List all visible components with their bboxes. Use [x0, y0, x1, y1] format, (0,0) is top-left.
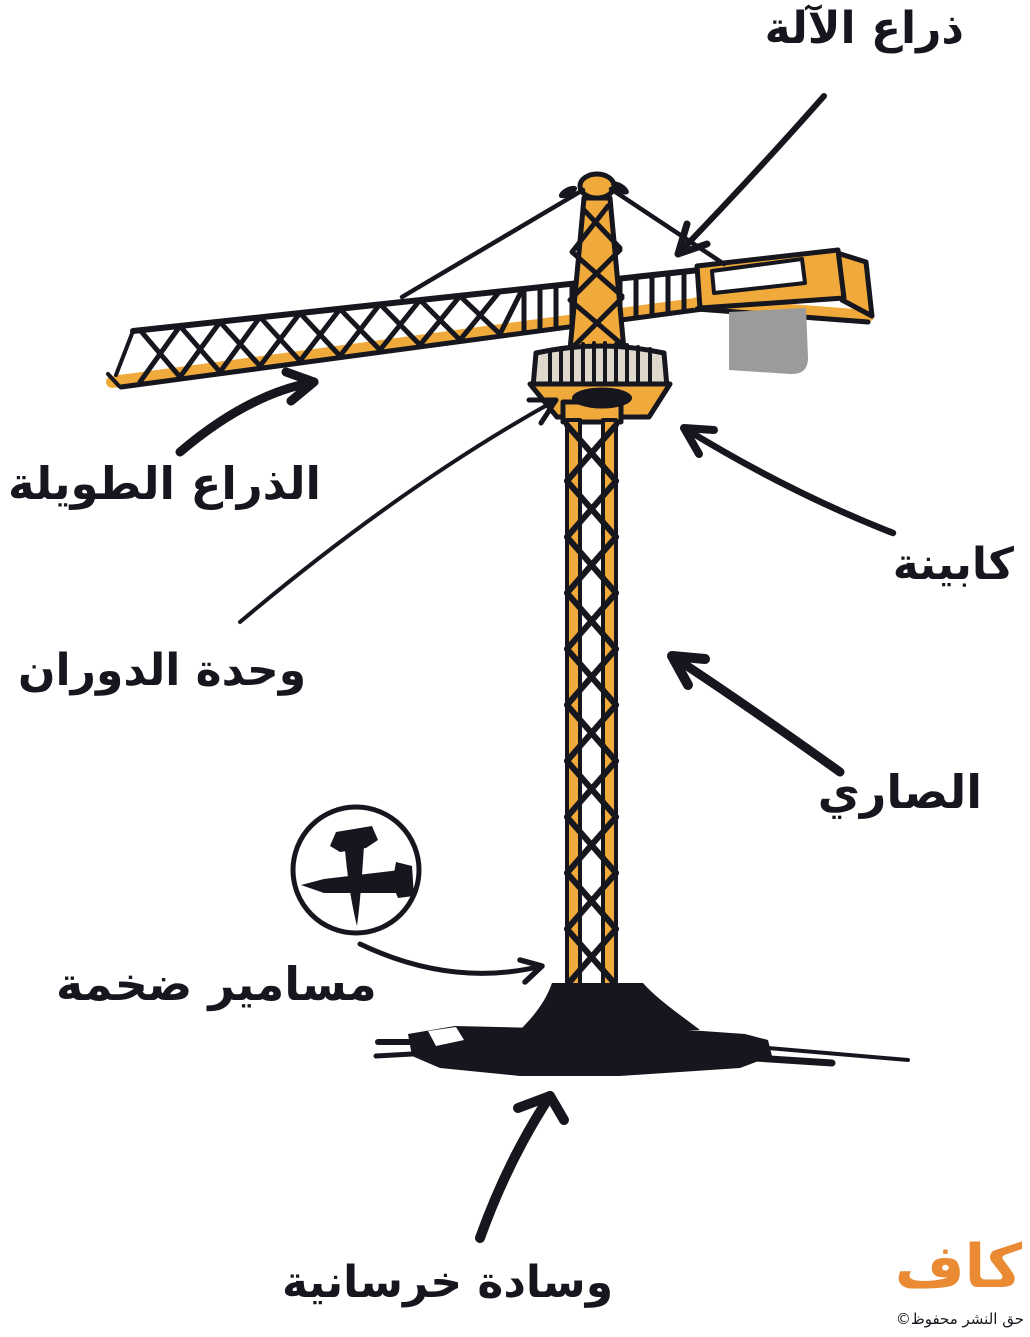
arrow-long-arm [175, 367, 319, 457]
label-rotation-unit: وحدة الدوران [18, 645, 307, 696]
cable-anchor-right [611, 181, 629, 195]
cables [399, 181, 727, 300]
arrow-huge-nails [357, 941, 545, 985]
counterweight-block [729, 308, 808, 375]
label-long-arm: الذراع الطويلة [8, 457, 321, 510]
jib-top-chord [130, 265, 721, 334]
mast-lattice [564, 422, 619, 988]
tower-apex [567, 171, 627, 353]
brand-logo: كاف [894, 1232, 1022, 1302]
cable-right [608, 186, 727, 267]
apex-lattice [567, 203, 627, 351]
annotation-arrows [175, 93, 897, 1243]
arrow-machine-arm [674, 93, 827, 258]
label-machine-arm: ذراع الآلة [764, 3, 964, 54]
label-cabin: كابينة [892, 539, 1014, 590]
arrow-rotation-unit [238, 397, 559, 624]
slewing-bearing [572, 387, 632, 409]
apex-knob [577, 171, 617, 201]
label-huge-nails: مسامير ضخمة [56, 957, 377, 1011]
jib-lattice [137, 288, 503, 385]
slewing-unit [527, 341, 673, 425]
arrow-concrete-pad [475, 1091, 569, 1243]
base-pad-notch [428, 1027, 464, 1046]
nail-horizontal-shaft [301, 870, 400, 893]
base-line-right [751, 1054, 836, 1067]
base-foundation [373, 983, 910, 1076]
nails-inset [290, 804, 422, 936]
copyright-text: حق النشر محفوظ© [895, 1310, 1024, 1328]
nail-vertical-head [330, 826, 378, 852]
base-line-right2 [766, 1046, 910, 1062]
base-pad [408, 1026, 772, 1076]
mast-tower [564, 418, 619, 988]
arrow-cabin [680, 424, 897, 537]
arrow-mast [667, 651, 845, 777]
slewing-ring-slats [548, 341, 652, 398]
cable-anchor-left [558, 185, 578, 199]
base-line-left2 [373, 1051, 415, 1059]
counter-jib [691, 247, 875, 375]
jib-tip [106, 329, 135, 388]
label-mast: الصاري [817, 765, 982, 819]
label-concrete-pad: وسادة خرسانية [282, 1257, 614, 1308]
cable-left [399, 187, 586, 300]
counterjib-window [710, 257, 807, 295]
base-mound [520, 983, 700, 1030]
